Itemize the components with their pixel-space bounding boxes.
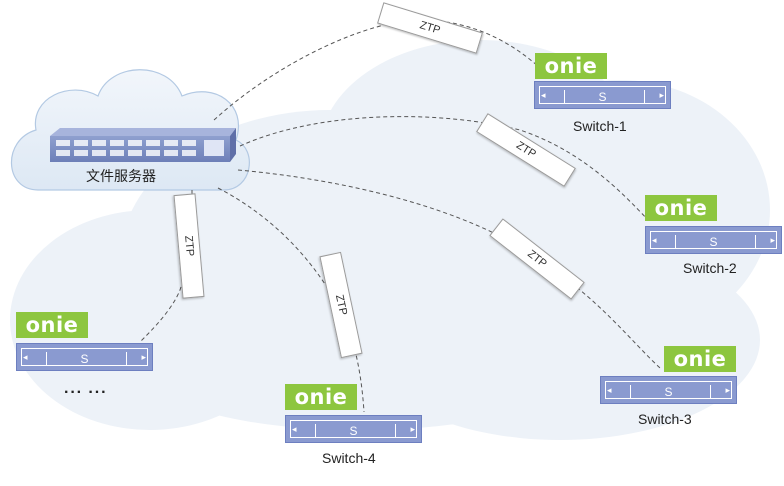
server-label: 文件服务器 xyxy=(86,168,156,184)
switch-2-label: Switch-2 xyxy=(683,260,737,276)
more-switches-ellipsis: ··· ··· xyxy=(64,384,108,401)
onie-logo-switch-2: onie xyxy=(645,195,717,221)
onie-logo-switch-5: onie xyxy=(16,312,88,338)
link-switch-1 xyxy=(213,19,541,121)
switch-4-device: ◂S▸ xyxy=(285,415,422,443)
server-rack-icon xyxy=(50,128,236,162)
onie-logo-switch-1: onie xyxy=(535,53,607,79)
switch-5-device: ◂S▸ xyxy=(16,343,153,371)
switch-3-device: ◂S▸ xyxy=(600,376,737,404)
switch-4-label: Switch-4 xyxy=(322,450,376,466)
switch-1-device: ◂S▸ xyxy=(534,81,671,109)
switch-2-letter: S xyxy=(709,235,718,249)
onie-logo-switch-3: onie xyxy=(664,346,736,372)
switch-2-device: ◂S▸ xyxy=(645,226,782,254)
switch-3-letter: S xyxy=(664,385,673,399)
onie-logo-switch-4: onie xyxy=(285,384,357,410)
switch-3-label: Switch-3 xyxy=(638,411,692,427)
switch-1-label: Switch-1 xyxy=(573,118,627,134)
switch-5-letter: S xyxy=(80,352,89,366)
switch-1-letter: S xyxy=(598,90,607,104)
switch-4-letter: S xyxy=(349,424,358,438)
